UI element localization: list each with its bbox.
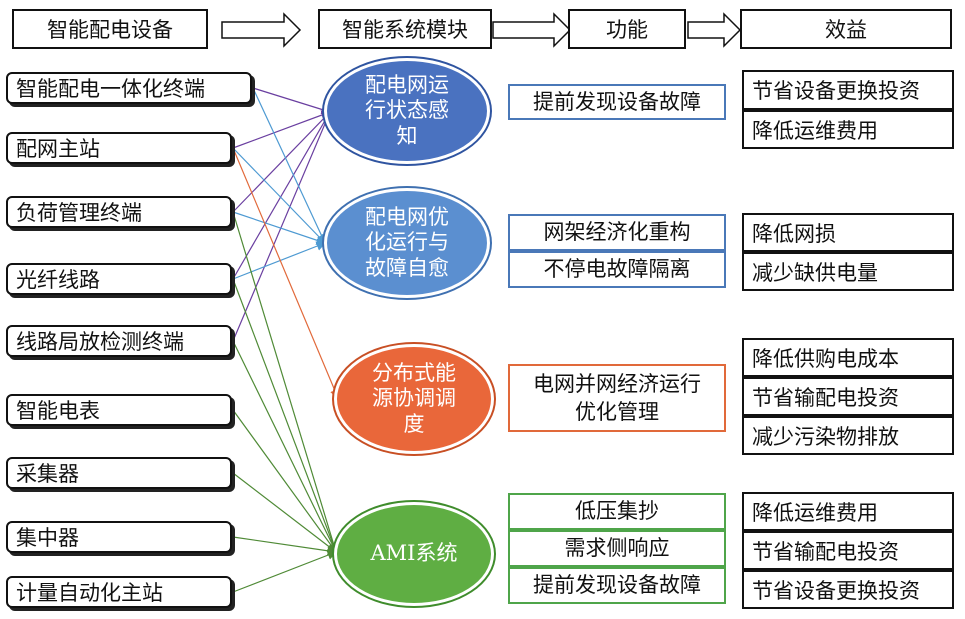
benefit-box: 节省输配电投资: [742, 377, 954, 416]
benefit-box: 降低运维费用: [742, 110, 954, 149]
function-box: 不停电故障隔离: [508, 251, 726, 288]
benefit-box: 减少污染物排放: [742, 416, 954, 455]
benefit-box: 节省设备更换投资: [742, 570, 954, 609]
device-box: 负荷管理终端: [6, 196, 232, 228]
device-box: 光纤线路: [6, 263, 232, 295]
purple-links: [232, 87, 332, 342]
benefit-box: 节省输配电投资: [742, 531, 954, 570]
module-der-dispatch: 分布式能源协调调度: [334, 344, 494, 454]
benefit-box: 降低供购电成本: [742, 338, 954, 377]
device-box: 计量自动化主站: [6, 576, 232, 608]
header-benefits: 效益: [740, 9, 952, 49]
function-box: 提前发现设备故障: [508, 84, 726, 120]
module-state-sensing: 配电网运行状态感知: [324, 58, 490, 164]
function-box: 网架经济化重构: [508, 214, 726, 251]
header-arrow-1: [221, 12, 302, 48]
header-arrow-2: [492, 12, 572, 48]
device-box: 配网主站: [6, 132, 232, 164]
header-devices: 智能配电设备: [12, 9, 208, 49]
blue-links: [232, 87, 327, 280]
device-box: 线路局放检测终端: [6, 325, 232, 357]
function-box: 需求侧响应: [508, 530, 726, 567]
orange-links: [232, 147, 340, 400]
benefit-box: 降低网损: [742, 213, 954, 252]
device-box: 集中器: [6, 521, 232, 553]
function-box: 提前发现设备故障: [508, 567, 726, 604]
device-box: 采集器: [6, 457, 232, 489]
green-links: [232, 211, 339, 593]
device-box: 智能电表: [6, 394, 232, 426]
function-box: 电网并网经济运行优化管理: [508, 364, 726, 432]
module-ami-system: AMI系统: [334, 502, 494, 606]
header-modules: 智能系统模块: [318, 9, 492, 49]
device-box: 智能配电一体化终端: [6, 72, 252, 104]
benefit-box: 节省设备更换投资: [742, 70, 954, 110]
header-functions: 功能: [568, 9, 686, 49]
header-arrow-3: [687, 12, 742, 48]
benefit-box: 减少缺供电量: [742, 252, 954, 291]
function-box: 低压集抄: [508, 493, 726, 530]
benefit-box: 降低运维费用: [742, 492, 954, 531]
module-optimization-self-healing: 配电网优化运行与故障自愈: [324, 188, 490, 298]
